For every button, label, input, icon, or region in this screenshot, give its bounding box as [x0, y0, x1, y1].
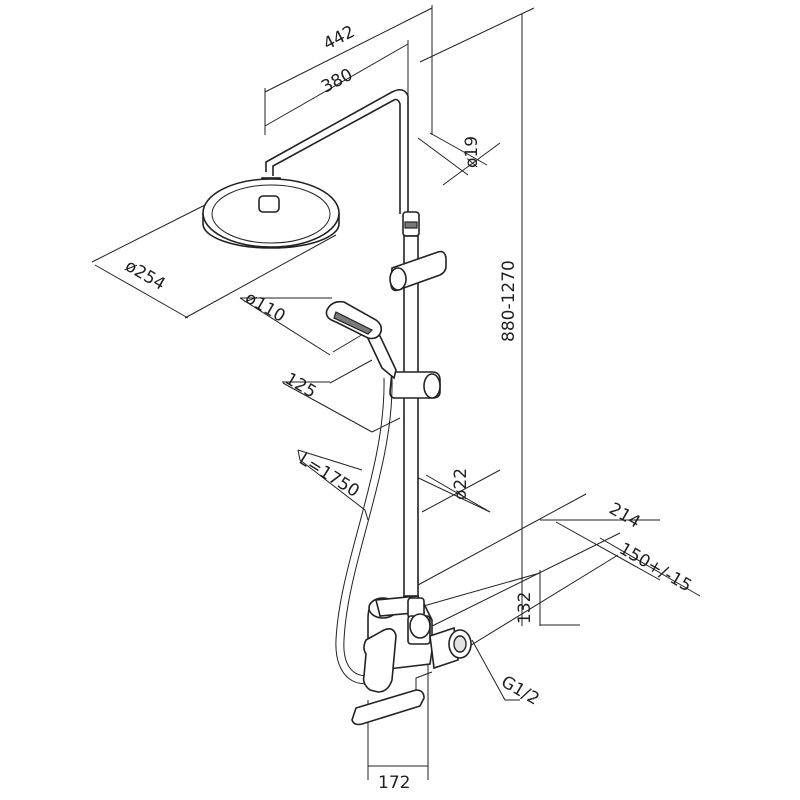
hand-shower — [325, 300, 397, 685]
dim-riser-diameter: ø19 — [462, 136, 482, 168]
thermostatic-mixer — [351, 595, 472, 726]
slider-rail — [389, 211, 447, 597]
dim-arm-overall: 442 — [320, 22, 358, 55]
dim-wall-depth: 214 — [606, 499, 644, 533]
dim-hand-shower-diameter: ø110 — [242, 288, 289, 327]
dim-connection-spacing: 150+/-15 — [616, 539, 695, 596]
rain-shower-head — [202, 178, 340, 249]
dim-spout-projection: 172 — [378, 773, 410, 793]
dim-mixer-height: 132 — [515, 592, 535, 624]
dimension-lines — [91, 5, 701, 780]
shower-arm — [265, 88, 409, 214]
dim-head-diameter: ø254 — [122, 256, 169, 295]
dim-lower-pipe-diameter: ø22 — [451, 468, 471, 500]
dim-height-range: 880-1270 — [499, 260, 519, 342]
dim-hand-shower-length: 125 — [282, 369, 320, 403]
dim-thread: G1/2 — [498, 672, 543, 710]
dim-arm-reach: 380 — [318, 65, 356, 98]
dim-hose-length: L=1750 — [295, 449, 362, 501]
